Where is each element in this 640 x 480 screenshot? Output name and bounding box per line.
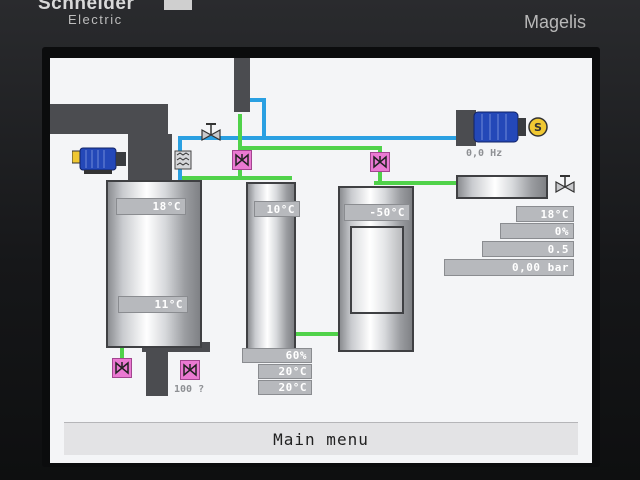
vertical-chimney [234, 58, 250, 112]
hmi-screen: 18°C 11°C 10°C -50°C 60% 20°C 20°C 18°C … [50, 58, 592, 463]
right-readout-2: 0% [500, 223, 574, 239]
pump-base [456, 110, 476, 146]
main-menu-button[interactable]: Main menu [64, 422, 578, 455]
valve-drain-2[interactable] [180, 360, 200, 380]
right-readout-3: 0.5 [482, 241, 574, 257]
valve-drain-1[interactable] [112, 358, 132, 378]
product-pipe-tank3 [374, 181, 456, 185]
product-pipe-drain [120, 344, 124, 358]
tank-3-window [350, 226, 404, 314]
right-readout-4: 0,00 bar [444, 259, 574, 276]
water-pipe-riser [250, 98, 266, 102]
product-pipe-v1 [238, 114, 242, 176]
pump-motor-icon[interactable]: S [470, 108, 554, 148]
heat-exchanger-icon [174, 150, 192, 170]
right-readout-1: 18°C [516, 206, 574, 222]
valve-product-1[interactable] [232, 150, 252, 170]
model-name: Magelis [524, 12, 587, 32]
tank1-drain [146, 352, 168, 396]
tank2-readout-3: 20°C [258, 380, 312, 395]
svg-text:S: S [534, 121, 542, 134]
valve-product-2[interactable] [370, 152, 390, 172]
duct-block [128, 134, 172, 182]
top-duct [50, 104, 168, 134]
tank2-readout-2: 20°C [258, 364, 312, 379]
tank2-temp: 10°C [254, 201, 300, 217]
tank1-outlet-label: 100 ? [174, 384, 205, 395]
water-pipe-riser-v [262, 98, 266, 138]
manual-valve-water[interactable] [200, 122, 222, 142]
brand-sub: Electric [68, 12, 123, 27]
water-pipe-main [178, 136, 460, 140]
brand-name: Schneider [38, 0, 135, 14]
product-pipe-bottom [292, 332, 338, 336]
tank3-temp: -50°C [344, 204, 410, 221]
product-pipe-top [238, 146, 382, 150]
product-pipe-tank1 [182, 176, 292, 180]
tank1-temp-bottom: 11°C [118, 296, 188, 313]
tank2-readout-1: 60% [242, 348, 312, 363]
motor-frequency-label: 0,0 Hz [466, 148, 503, 159]
heat-exchanger-tube [456, 175, 548, 199]
manual-valve-outlet[interactable] [554, 174, 576, 194]
tank1-temp-top: 18°C [116, 198, 186, 215]
motor-icon[interactable] [72, 142, 134, 176]
brand-bar [164, 0, 192, 10]
